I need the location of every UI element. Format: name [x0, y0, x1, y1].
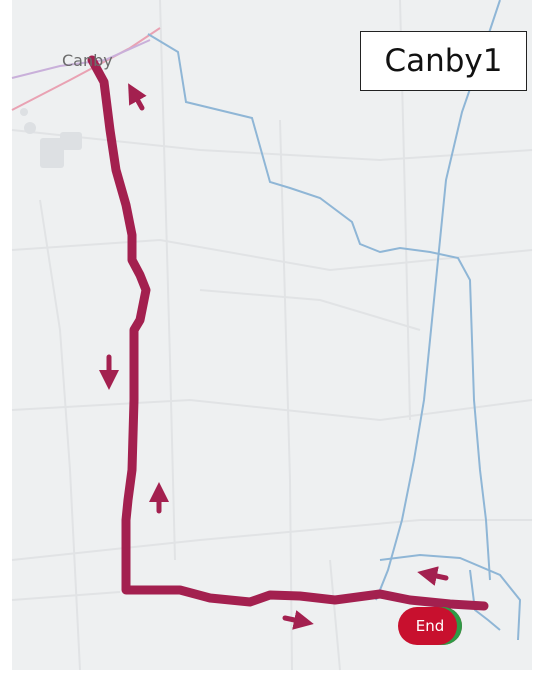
map-title-box: Canby1	[360, 31, 527, 91]
route-path[interactable]	[87, 55, 489, 611]
river-lines	[147, 0, 522, 641]
end-marker-icon[interactable]: End	[398, 607, 462, 645]
direction-arrow-icon	[99, 83, 449, 630]
town-area	[20, 108, 82, 168]
highway-lines	[11, 27, 161, 111]
map-land	[12, 0, 532, 670]
town-label: Canby	[62, 51, 113, 70]
